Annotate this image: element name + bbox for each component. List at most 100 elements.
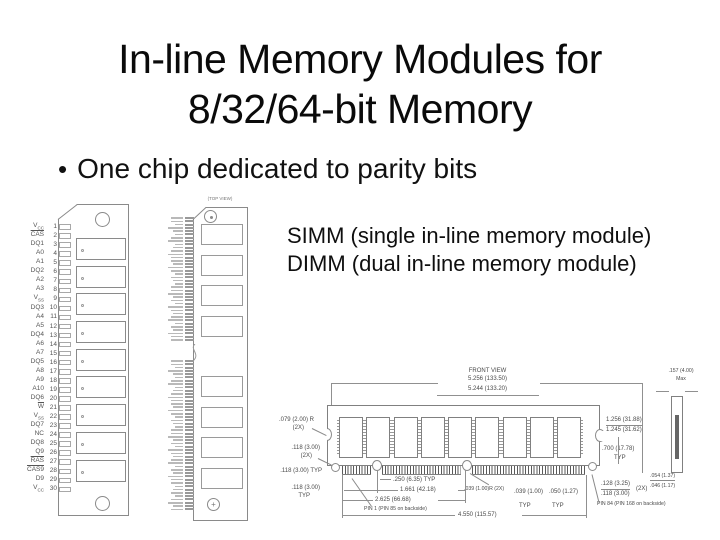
dimm-pin-tick (166, 243, 194, 246)
pin-label: RAS (30, 457, 44, 465)
dim-notch-max: .128 (3.25) (601, 481, 631, 490)
simm-pin-row: CAS9 28 (14, 467, 71, 475)
dim-line (342, 475, 343, 518)
pin-number: 9 (53, 295, 57, 303)
tiny-pin-pad (185, 409, 194, 412)
pin-pad (59, 396, 71, 402)
tiny-pin-label (171, 309, 183, 312)
front-view-title: FRONT VIEW (468, 368, 507, 374)
dimm-pin-tick (166, 475, 194, 478)
edge-contacts-segment (342, 466, 371, 475)
bullet-text: One chip dedicated to parity bits (77, 153, 478, 184)
pin-label: A9 (36, 375, 44, 383)
dim-line (522, 515, 586, 516)
dim-edge-margin: .118 (3.00) TYP (280, 468, 322, 474)
pin-number: 6 (53, 268, 57, 276)
dimm-pin-tick (166, 396, 194, 399)
tiny-pin-label (168, 436, 183, 438)
dim-thickness-qual: Max (676, 376, 686, 382)
dimm-pin-tick (166, 383, 194, 386)
tiny-pin-label (173, 422, 183, 425)
dimm-pin-tick (166, 369, 194, 372)
tiny-pin-label (171, 452, 183, 455)
pin-label: A4 (36, 312, 44, 320)
memory-chip (555, 417, 584, 458)
tiny-pin-pad (185, 256, 194, 259)
tiny-pin-label (175, 376, 183, 379)
tiny-pin-pad (185, 289, 194, 292)
simm-pin-row: NC 24 (14, 430, 71, 438)
tiny-pin-label (168, 266, 183, 269)
simm-pin-row: VSS 9 (14, 295, 71, 303)
dimm-pin-tick (166, 286, 194, 289)
dim-line (342, 515, 455, 516)
dimm-pin-tick (166, 266, 194, 269)
tiny-pin-label (168, 306, 183, 308)
pin-number: 7 (53, 277, 57, 285)
pin-pad (59, 314, 71, 321)
dim-bottom-margin-qty: TYP (298, 493, 310, 499)
notch-cover (600, 431, 609, 441)
dimm-bottom-hole: + (207, 498, 220, 511)
dimm-pin-tick (166, 392, 194, 395)
dim-notch-min: .118 (3.00) (601, 491, 630, 497)
dimm-pin-tick (166, 406, 194, 409)
tiny-pin-pad (185, 230, 194, 233)
simm-pin-row: VSS 22 (14, 412, 71, 420)
tiny-pin-pad (185, 422, 194, 425)
tiny-pin-pad (185, 312, 194, 315)
tiny-pin-label (173, 296, 183, 298)
pin1-leader-line (351, 478, 372, 507)
tiny-pin-label (171, 469, 183, 471)
tiny-pin-pad (185, 416, 194, 419)
dimm-pin-tick (166, 432, 194, 435)
tiny-pin-pad (185, 220, 194, 223)
simm-pin-row: A2 7 (14, 277, 71, 285)
dimm-pin-tick (166, 501, 194, 504)
memory-chip (201, 437, 243, 458)
tiny-pin-label (168, 475, 183, 478)
tiny-pin-label (168, 502, 183, 504)
memory-chip (76, 376, 126, 399)
dim-thickness: .157 (4.00) (668, 368, 694, 374)
simm-pin-row: VCC 1 (14, 222, 71, 231)
pin-label: A8 (36, 366, 44, 374)
pin-pad (59, 477, 71, 484)
tiny-pin-pad (185, 379, 194, 382)
dimm-pin-tick (166, 472, 194, 475)
dim-contact-gap: .050 (1.27) (549, 489, 579, 495)
tiny-pin-pad (185, 263, 194, 266)
simm-pin-row: A4 11 (14, 312, 71, 321)
dim-corner-radius: .079 (2.00) R (278, 417, 314, 423)
pin-pad (59, 432, 71, 438)
key-notch-2 (462, 460, 472, 471)
chip-pin1-dot (81, 332, 84, 336)
tiny-pin-label (171, 482, 183, 484)
dimm-pin-tick (166, 226, 194, 229)
tiny-pin-pad (185, 508, 194, 511)
tiny-pin-label (168, 227, 183, 229)
pin-number: 16 (49, 358, 57, 366)
tiny-pin-pad (185, 481, 194, 484)
pin-label: DQ6 (30, 394, 44, 401)
dimm-pin-tick (166, 462, 194, 465)
dimm-pin-tick (166, 488, 194, 491)
dimm-pin-tick (166, 363, 194, 366)
dimm-pin-tick (166, 508, 194, 511)
dimm-pin-tick (166, 273, 194, 276)
tiny-pin-pad (185, 226, 194, 229)
tiny-pin-label (173, 389, 183, 392)
pin-pad (59, 369, 71, 375)
pin-pad (59, 350, 71, 357)
tiny-pin-label (171, 220, 183, 223)
pin-pad (59, 260, 71, 266)
pin-pad (59, 224, 71, 230)
pin-number: 23 (49, 422, 57, 430)
edge-contacts-segment (472, 466, 585, 475)
pin-label: VCC (33, 222, 44, 231)
chip-pin1-dot (81, 415, 84, 419)
simm-pin-row: DQ1 3 (14, 240, 71, 248)
pin-number: 5 (53, 259, 57, 267)
pin-label: A7 (36, 348, 44, 356)
